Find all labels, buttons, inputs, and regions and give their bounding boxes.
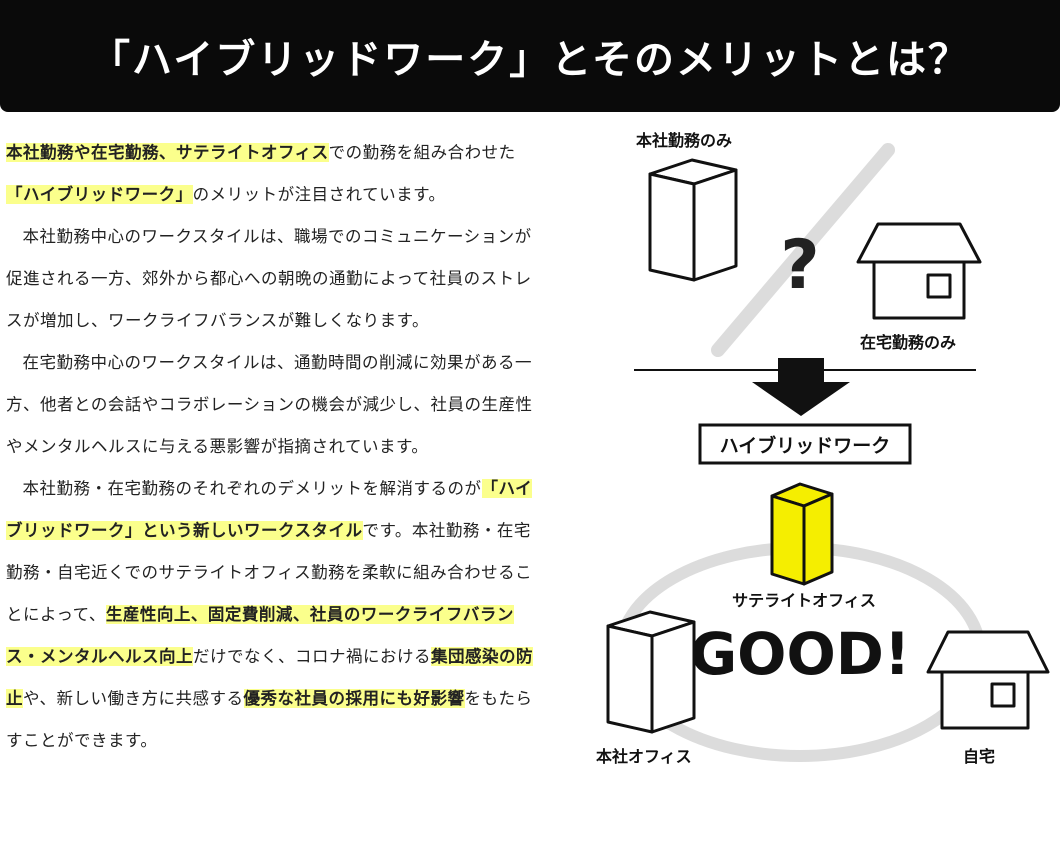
head-office-building-icon — [606, 610, 696, 734]
title-bar: 「ハイブリッドワーク」とそのメリットとは？ — [0, 0, 1060, 112]
office-building-icon — [648, 158, 738, 282]
body-text: や、新しい働き方に共感する — [23, 689, 244, 708]
paragraph-hybrid: 本社勤務・在宅勤務のそれぞれのデメリットを解消するのが「ハイブリッドワーク」とい… — [6, 468, 546, 762]
body-text: 在宅勤務中心のワークスタイルは、通勤時間の削減に効果がある一方、他者との会話やコ… — [6, 353, 533, 456]
body-text: 本社勤務・在宅勤務のそれぞれのデメリットを解消するのが — [22, 479, 482, 498]
paragraph-office-style: 本社勤務中心のワークスタイルは、職場でのコミュニケーションが促進される一方、郊外… — [6, 216, 546, 342]
down-arrow-icon — [752, 358, 850, 416]
body-text: です。本社勤務・在宅勤務・自宅近くでのサテライトオフィス勤務を柔軟に組み合わせる… — [6, 521, 533, 624]
body-text: だけでなく、コロナ禍における — [193, 647, 431, 666]
house-icon — [856, 222, 982, 320]
paragraph-intro: 本社勤務や在宅勤務、サテライトオフィスでの勤務を組み合わせた「ハイブリッドワーク… — [6, 132, 546, 216]
label-satellite: サテライトオフィス — [732, 591, 876, 610]
question-mark: ? — [780, 226, 819, 305]
highlighted-text: 優秀な社員の採用にも好影響 — [243, 689, 465, 708]
label-home-only: 在宅勤務のみ — [860, 333, 956, 352]
diagram-svg: 本社勤務のみ ? 在宅勤務のみ ハイブリッドワーク サテラ — [596, 131, 1050, 766]
satellite-office-building-icon — [770, 482, 834, 586]
label-home: 自宅 — [963, 747, 995, 766]
diagonal-divider — [711, 143, 895, 357]
good-text: GOOD! — [690, 620, 911, 688]
body-text: 本社勤務中心のワークスタイルは、職場でのコミュニケーションが促進される一方、郊外… — [6, 227, 532, 330]
hybrid-work-diagram: 本社勤務のみ ? 在宅勤務のみ ハイブリッドワーク サテラ — [560, 112, 1060, 856]
hybrid-label: ハイブリッドワーク — [720, 434, 891, 457]
paragraph-home-style: 在宅勤務中心のワークスタイルは、通勤時間の削減に効果がある一方、他者との会話やコ… — [6, 342, 546, 468]
body-text: をもたらすことができます。 — [6, 689, 533, 750]
highlighted-text: 「ハイブリッドワーク」 — [6, 185, 193, 204]
body-text: のメリットが注目されています。 — [192, 185, 446, 204]
home-icon — [926, 630, 1050, 730]
article-body: 本社勤務や在宅勤務、サテライトオフィスでの勤務を組み合わせた「ハイブリッドワーク… — [6, 132, 546, 762]
label-office-only: 本社勤務のみ — [636, 131, 732, 150]
body-text: での勤務を組み合わせた — [328, 143, 516, 162]
page-title: 「ハイブリッドワーク」とそのメリットとは？ — [90, 37, 970, 83]
highlighted-text: 本社勤務や在宅勤務、サテライトオフィス — [6, 143, 329, 162]
hybrid-label-box — [698, 423, 912, 465]
label-head-office: 本社オフィス — [596, 747, 692, 766]
